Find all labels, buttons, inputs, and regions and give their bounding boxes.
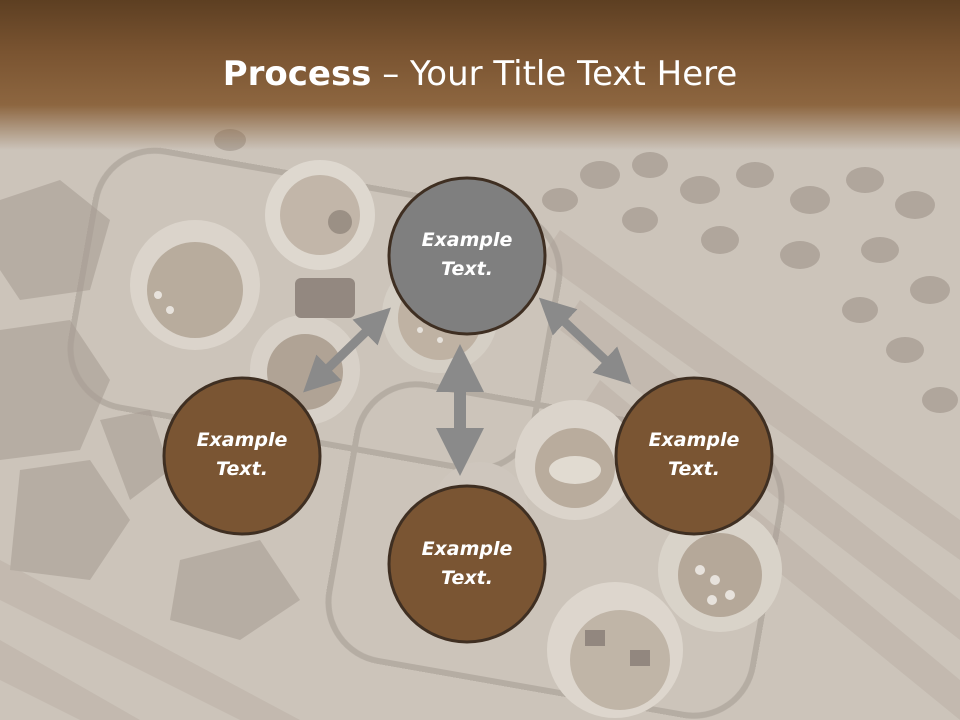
arrow-top-right — [538, 297, 632, 385]
node-bottom-line1: Example — [421, 538, 513, 560]
node-right — [614, 376, 774, 536]
node-left — [162, 376, 322, 536]
node-left-line2: Text. — [216, 458, 268, 480]
node-right-line1: Example — [648, 429, 740, 451]
node-top-line1: Example — [421, 229, 513, 251]
title-bold: Process — [222, 54, 372, 94]
slide-title: Process – Your Title Text Here — [0, 52, 960, 96]
node-left-label: Example Text. — [167, 426, 317, 484]
node-bottom — [387, 484, 547, 644]
header-band — [0, 0, 960, 150]
node-right-label: Example Text. — [619, 426, 769, 484]
node-top — [387, 176, 547, 336]
node-top-label: Example Text. — [392, 226, 542, 284]
title-rest: – Your Title Text Here — [371, 54, 738, 94]
node-right-line2: Text. — [668, 458, 720, 480]
arrow-top-left — [303, 307, 391, 393]
node-bottom-line2: Text. — [441, 567, 493, 589]
node-left-line1: Example — [196, 429, 288, 451]
node-bottom-label: Example Text. — [392, 535, 542, 593]
node-top-line2: Text. — [441, 258, 493, 280]
